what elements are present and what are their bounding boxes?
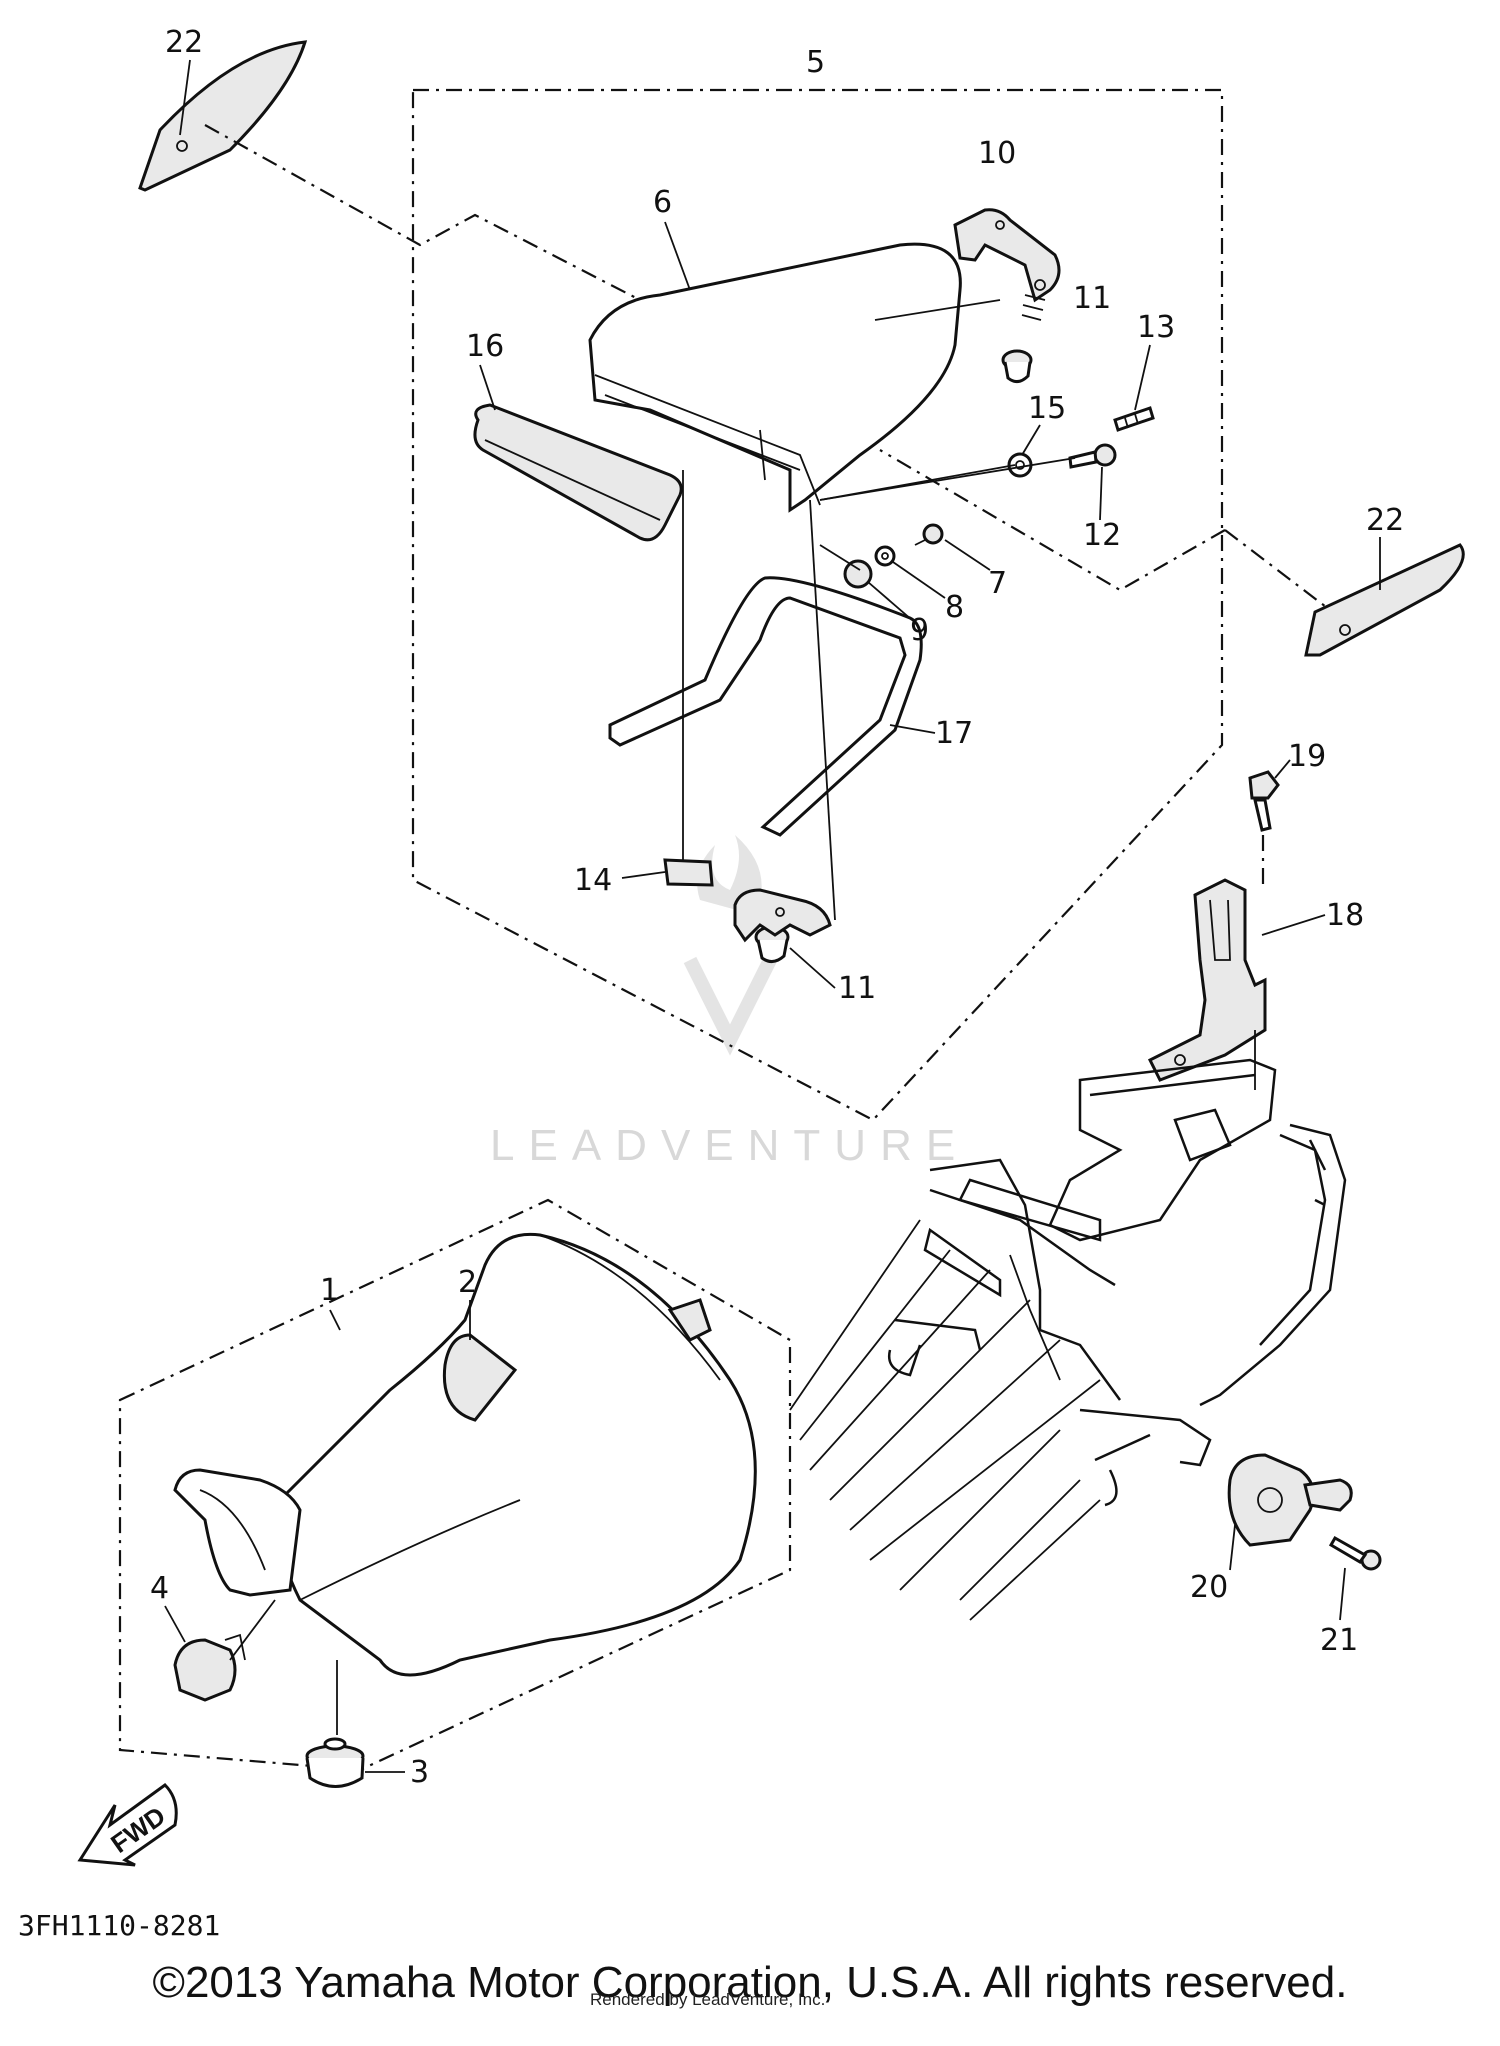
reflector-right: [1304, 543, 1465, 657]
bolt-19: [1248, 770, 1280, 832]
fwd-arrow: FWD: [77, 1783, 178, 1867]
assembly-1-boundary: [118, 1198, 792, 1772]
callout-13: 15: [1028, 391, 1066, 426]
hinge-bracket-18: [1147, 878, 1267, 1082]
reflector-left: [138, 40, 308, 192]
callout-10: 10: [978, 136, 1016, 171]
callout-20: 20: [1190, 1570, 1228, 1605]
callout-2: 2: [458, 1265, 477, 1300]
copyright-notice: ©2013 Yamaha Motor Corporation, U.S.A. A…: [152, 1958, 1348, 2007]
bracket-10: [953, 208, 1061, 321]
pad-2: [442, 1333, 518, 1422]
callout-19: 19: [1288, 739, 1326, 774]
callout-18: 18: [1326, 898, 1364, 933]
washer-8: [874, 545, 896, 567]
render-credit: Rendered by LeadVenture, Inc.: [590, 1990, 826, 2009]
callout-16: 17: [935, 716, 973, 751]
callout-8: 8: [945, 590, 964, 625]
callout-14: 13: [1137, 310, 1175, 345]
callout-11b: 11: [838, 971, 876, 1006]
callouts: 22 5 10 6 11 13 16 15 12 7 8 9 22 17 19 …: [150, 25, 1404, 1790]
callout-11a: 11: [1073, 281, 1111, 316]
washer-9: [843, 559, 873, 589]
grommet-11-top: [1001, 349, 1033, 383]
callout-7: 7: [988, 566, 1007, 601]
pad-15: [663, 858, 714, 887]
key-21: [1328, 1535, 1382, 1571]
callout-21: 21: [1320, 1623, 1358, 1658]
callout-12: 12: [1083, 518, 1121, 553]
grab-bar-16: [608, 576, 923, 837]
bolt-7: [914, 523, 944, 546]
callout-4: 4: [150, 1571, 169, 1606]
watermark: LEADVENTURE: [490, 835, 969, 1170]
callout-1: 1: [320, 1273, 339, 1308]
lock-20: [1227, 1453, 1353, 1547]
assembly-5-boundary: [411, 88, 1224, 1122]
latch-4: [173, 1633, 246, 1702]
callout-9: 9: [910, 613, 929, 648]
bolt-14: [1113, 406, 1155, 432]
callout-22b: 22: [1366, 503, 1404, 538]
callout-17: 16: [466, 329, 504, 364]
drawing-code: 3FH1110-8281: [18, 1909, 220, 1942]
callout-15: 14: [574, 863, 612, 898]
seat-1: [173, 1232, 757, 1677]
callout-6: 6: [653, 185, 672, 220]
callout-22a: 22: [165, 25, 203, 60]
bracket-lower: [733, 888, 832, 943]
watermark-text: LEADVENTURE: [490, 1121, 969, 1170]
callout-5: 5: [806, 45, 825, 80]
callout-3: 3: [410, 1755, 429, 1790]
screw-12: [1068, 443, 1117, 469]
pad-17: [473, 403, 683, 542]
seat-cowl-6: [588, 242, 962, 513]
frame: [789, 1058, 1347, 1621]
damper-3: [305, 1737, 365, 1788]
